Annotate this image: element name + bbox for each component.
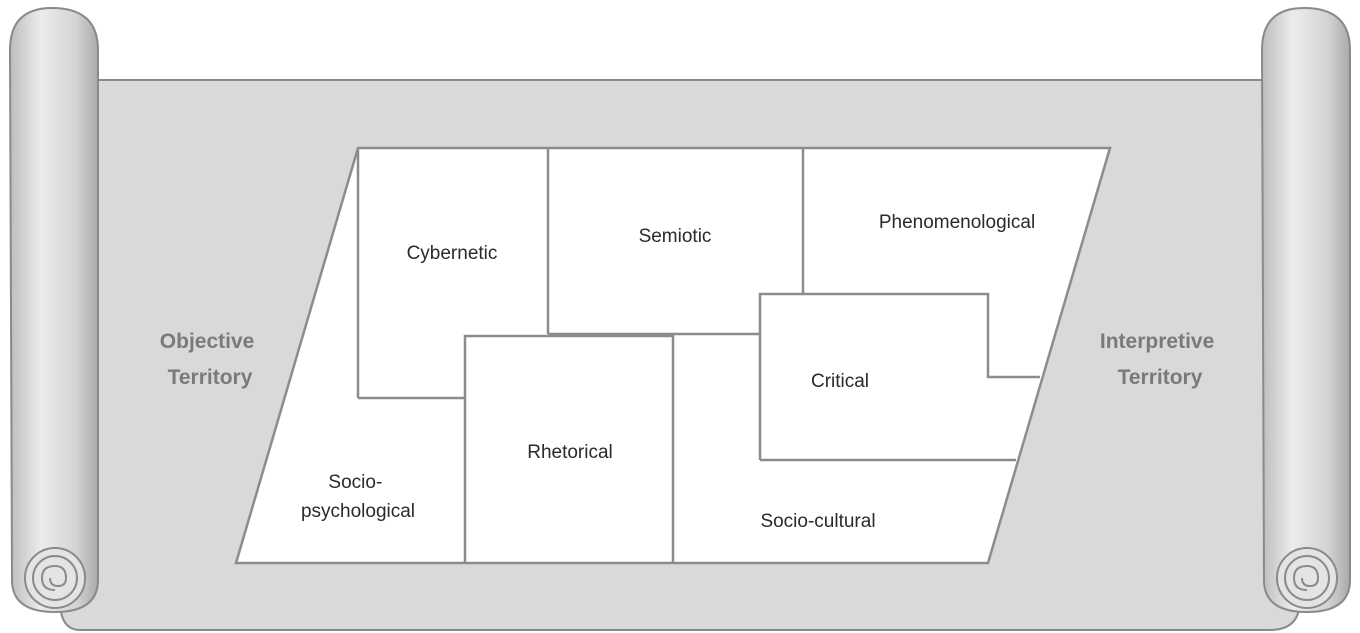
interpretive-line1: Interpretive <box>1100 330 1214 353</box>
rhetorical-label: Rhetorical <box>527 442 613 463</box>
interpretive-territory-label: Interpretive Territory <box>1100 330 1220 389</box>
phenomenological-label: Phenomenological <box>879 212 1035 233</box>
socio-cultural-label: Socio-cultural <box>760 511 875 532</box>
socio-psychological-line2: psychological <box>301 501 415 522</box>
critical-label: Critical <box>811 371 869 392</box>
objective-line1: Objective <box>160 330 255 353</box>
objective-territory-label: Objective Territory <box>160 330 260 389</box>
cybernetic-label: Cybernetic <box>407 243 498 264</box>
left-scroll-roller <box>8 6 99 614</box>
semiotic-label: Semiotic <box>639 226 712 247</box>
interpretive-line2: Territory <box>1118 366 1203 389</box>
right-scroll-roller <box>1260 6 1351 614</box>
tradition-boundaries <box>356 148 1040 563</box>
socio-psychological-line1: Socio- <box>328 472 382 493</box>
socio-psychological-label: Socio- psychological <box>301 472 415 522</box>
objective-line2: Territory <box>168 366 253 389</box>
